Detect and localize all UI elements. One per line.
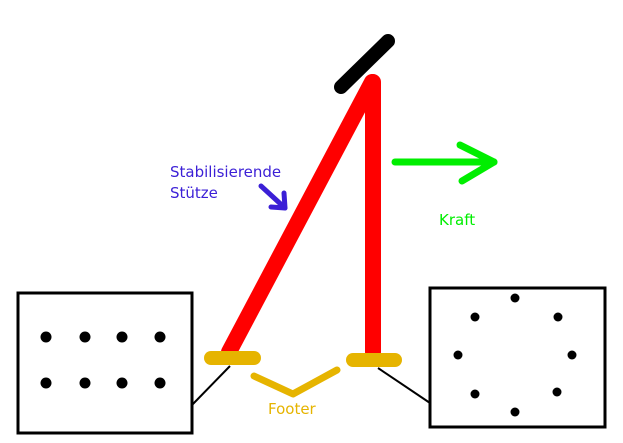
left-box bbox=[16, 291, 194, 435]
dot bbox=[567, 350, 577, 360]
right-box-frame bbox=[428, 286, 607, 429]
dot bbox=[470, 312, 480, 322]
dot bbox=[79, 377, 91, 389]
force-arrow-head bbox=[456, 141, 498, 185]
stabilizing-support-beam bbox=[221, 74, 380, 360]
right-box bbox=[428, 286, 607, 429]
footer-label: Footer bbox=[268, 400, 317, 418]
dot bbox=[552, 387, 562, 397]
right-connector-line bbox=[377, 367, 431, 404]
dot bbox=[453, 350, 463, 360]
dot bbox=[40, 377, 52, 389]
force-label: Kraft bbox=[439, 211, 475, 229]
left-connector-line bbox=[191, 365, 231, 406]
dot bbox=[79, 331, 91, 343]
footer-bracket bbox=[250, 366, 341, 398]
top-bar bbox=[334, 34, 395, 94]
right-box-dots bbox=[453, 293, 577, 417]
dot bbox=[553, 312, 563, 322]
down-right-arrow-icon bbox=[258, 183, 288, 211]
support-label-line1: Stabilisierende bbox=[170, 163, 281, 181]
left-box-dots bbox=[40, 331, 166, 389]
dot bbox=[40, 331, 52, 343]
support-arrow-shaft bbox=[258, 183, 288, 211]
left-box-frame bbox=[16, 291, 194, 435]
right-arrow-icon bbox=[391, 141, 498, 185]
dot bbox=[116, 331, 128, 343]
support-arrow-head bbox=[268, 190, 288, 211]
dot bbox=[154, 331, 166, 343]
dot bbox=[154, 377, 166, 389]
dot bbox=[510, 407, 520, 417]
dot bbox=[510, 293, 520, 303]
dot bbox=[116, 377, 128, 389]
support-label-line2: Stütze bbox=[170, 184, 218, 202]
dot bbox=[470, 389, 480, 399]
